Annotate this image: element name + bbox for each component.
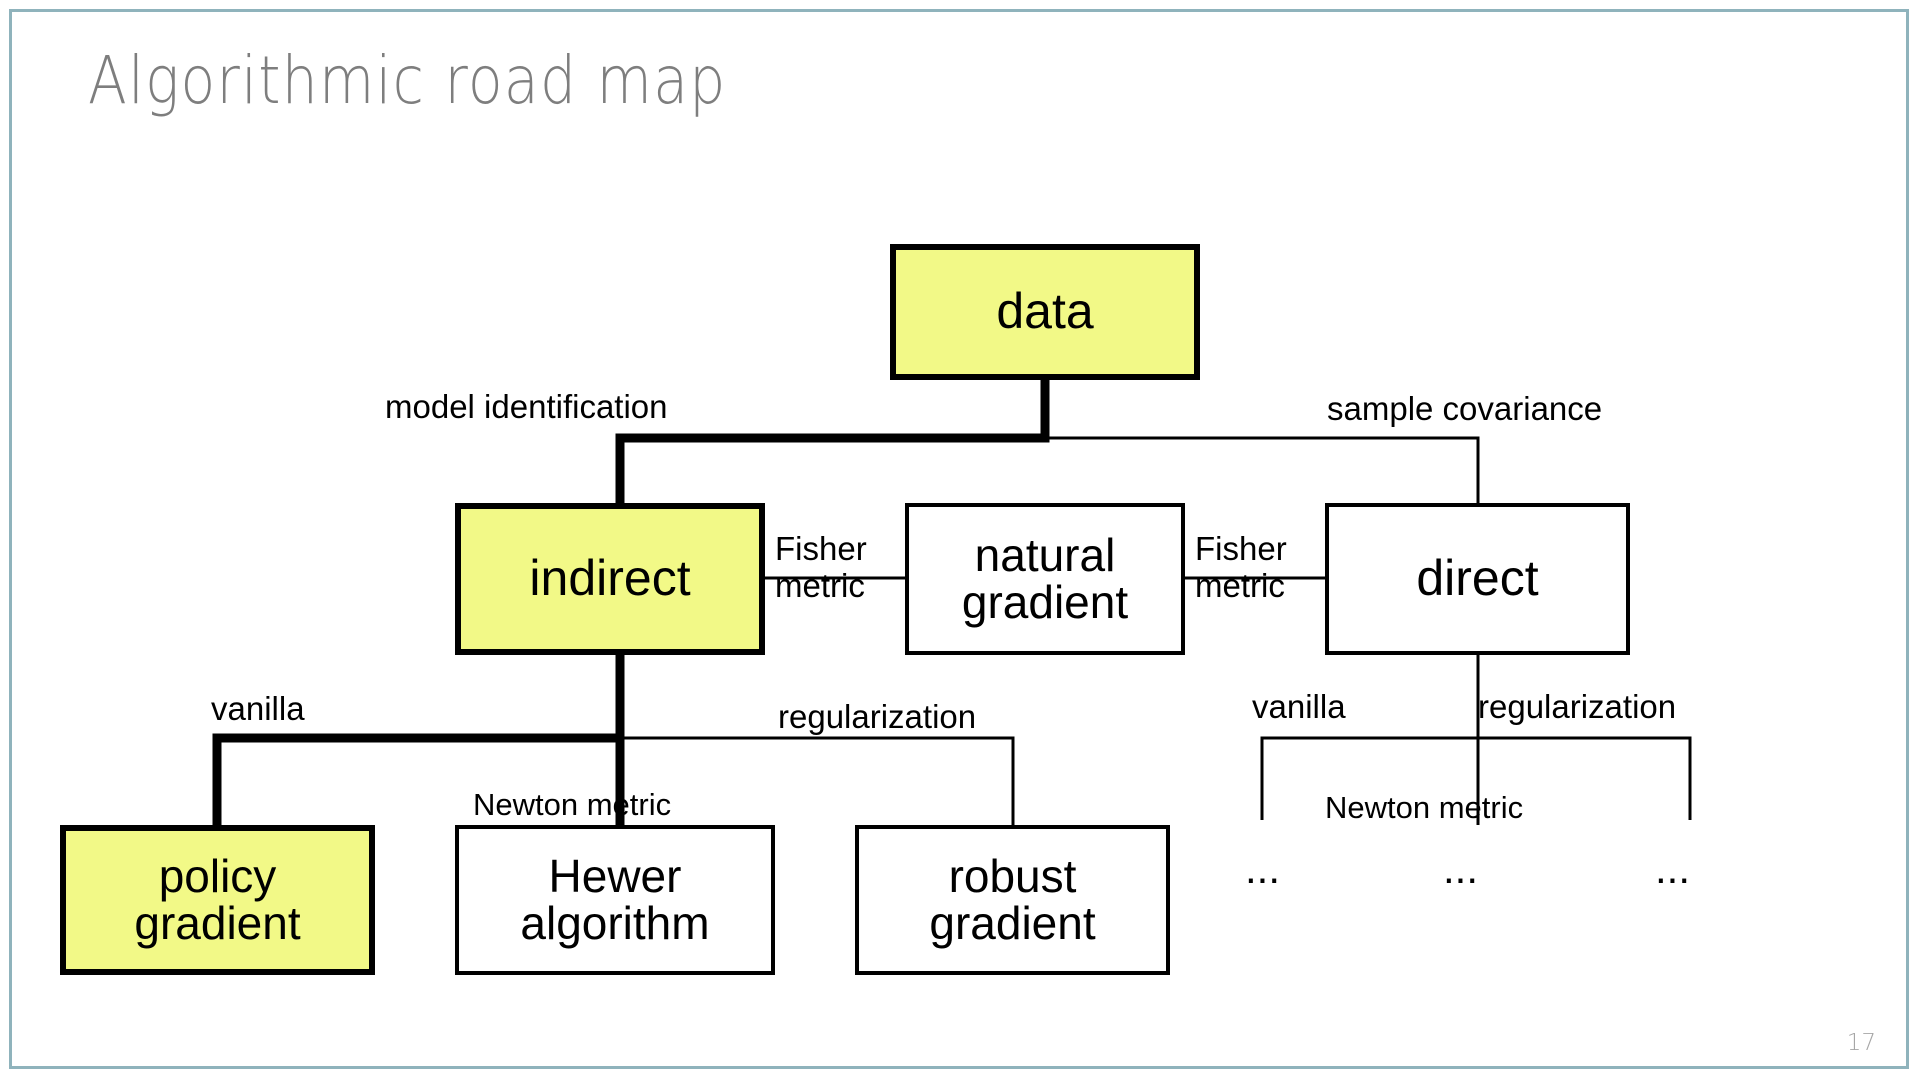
- edge-label-fisher-metric-right: Fisher metric: [1195, 530, 1287, 604]
- node-data-label: data: [996, 283, 1094, 340]
- edge-label-vanilla-left: vanilla: [211, 690, 305, 727]
- node-direct-label: direct: [1416, 550, 1539, 607]
- node-robust-gradient[interactable]: robust gradient: [855, 825, 1170, 975]
- node-hewer-algorithm-label: Hewer algorithm: [520, 849, 710, 949]
- edge-label-newton-metric-right: Newton metric: [1325, 790, 1524, 825]
- node-natural-gradient-label: natural gradient: [961, 528, 1129, 628]
- node-policy-gradient[interactable]: policy gradient: [60, 825, 375, 975]
- edge-label-vanilla-right: vanilla: [1252, 688, 1346, 725]
- edge-label-fisher-metric-left: Fisher metric: [775, 530, 867, 604]
- page-title: Algorithmic road map: [88, 42, 727, 119]
- node-policy-gradient-label: policy gradient: [134, 849, 301, 949]
- node-indirect-label: indirect: [529, 550, 691, 607]
- page-number: 17: [1846, 1030, 1876, 1056]
- edge-label-regularization-right: regularization: [1478, 688, 1677, 725]
- edge-label-newton-metric-left: Newton metric: [473, 787, 672, 822]
- placeholder-ellipsis-left: ...: [1245, 845, 1281, 892]
- edge-label-sample-covariance: sample covariance: [1327, 390, 1603, 427]
- placeholder-ellipsis-right: ...: [1655, 845, 1691, 892]
- node-indirect[interactable]: indirect: [455, 503, 765, 655]
- edge-label-regularization-left: regularization: [778, 698, 977, 735]
- node-natural-gradient[interactable]: natural gradient: [905, 503, 1185, 655]
- placeholder-ellipsis-middle: ...: [1443, 845, 1479, 892]
- edge-label-model-identification: model identification: [385, 388, 668, 425]
- node-robust-gradient-label: robust gradient: [929, 849, 1096, 949]
- node-direct[interactable]: direct: [1325, 503, 1630, 655]
- node-hewer-algorithm[interactable]: Hewer algorithm: [455, 825, 775, 975]
- node-data[interactable]: data: [890, 244, 1200, 380]
